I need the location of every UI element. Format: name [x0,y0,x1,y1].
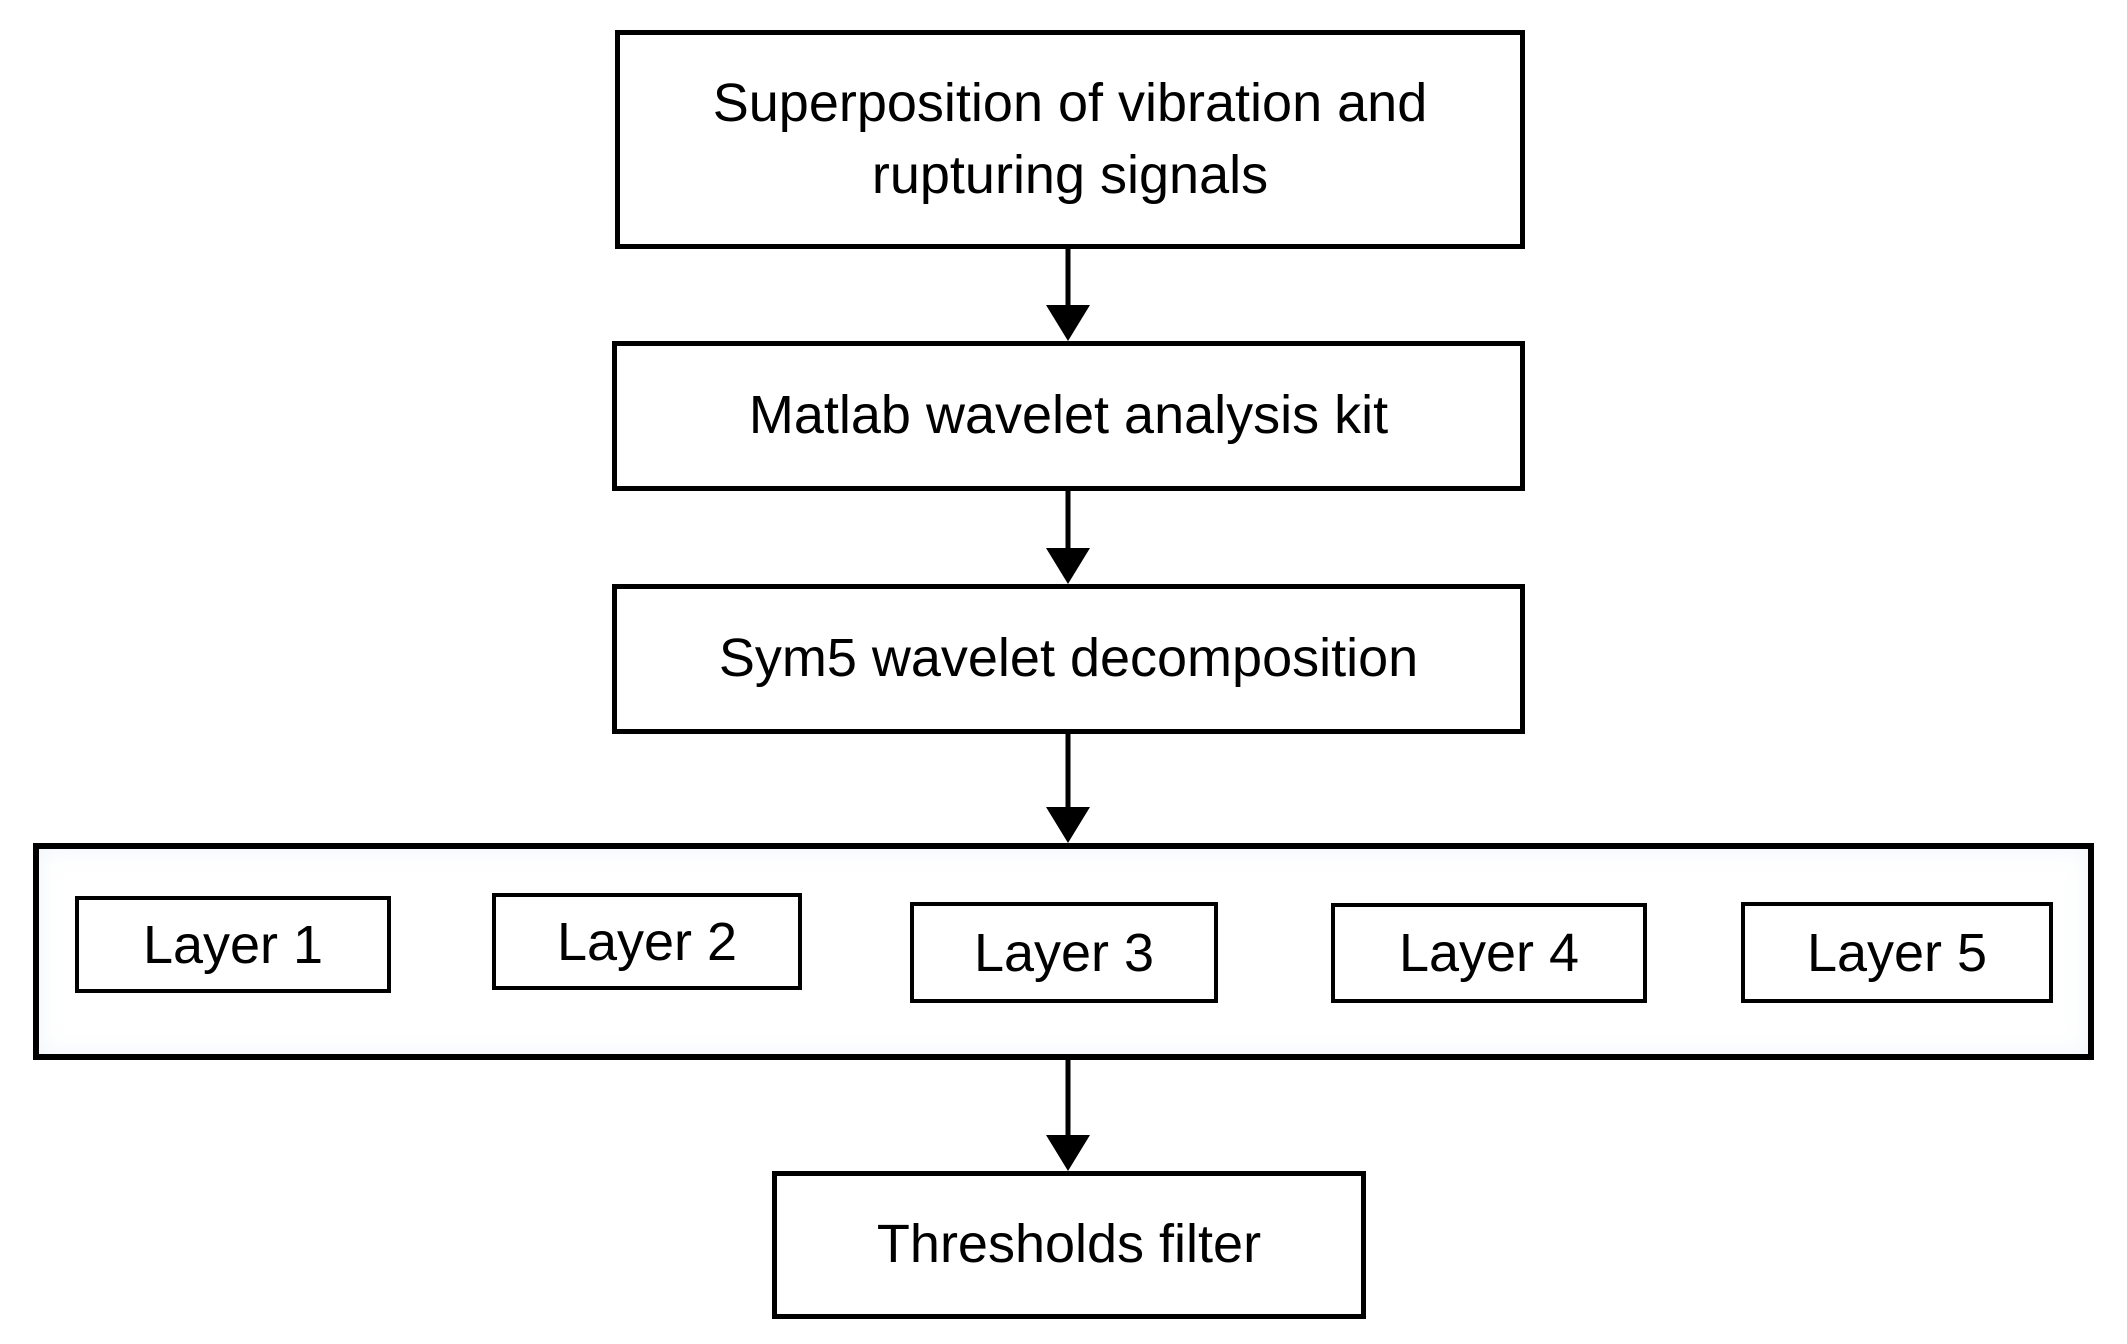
node-matlab-wavelet-kit: Matlab wavelet analysis kit [612,341,1525,491]
node-layer-1-label: Layer 1 [142,914,324,975]
node-layer-3-label: Layer 3 [973,922,1155,983]
arrow-head-down-icon [1046,807,1090,843]
connector-superposition-to-matlab [1046,249,1090,341]
arrow-head-down-icon [1046,305,1090,341]
arrow-stem [1065,249,1071,313]
connector-matlab-to-sym5 [1046,491,1090,584]
node-superposition-label: Superposition of vibration and rupturing… [712,73,1428,205]
node-layer-3: Layer 3 [910,902,1218,1003]
node-superposition: Superposition of vibration and rupturing… [615,30,1525,249]
connector-sym5-to-layers-group [1046,734,1090,843]
node-sym5-decomposition: Sym5 wavelet decomposition [612,584,1525,734]
arrow-stem [1065,491,1071,556]
node-layer-2: Layer 2 [492,893,802,990]
node-layer-4-label: Layer 4 [1398,923,1580,983]
arrow-stem [1065,1060,1071,1143]
node-sym5-label: Sym5 wavelet decomposition [718,628,1419,689]
arrow-head-down-icon [1046,1135,1090,1171]
node-layer-1: Layer 1 [75,896,391,993]
node-thresholds-filter: Thresholds filter [772,1171,1366,1319]
node-thresholds-label: Thresholds filter [876,1214,1262,1275]
arrow-stem [1065,734,1071,815]
arrow-head-down-icon [1046,548,1090,584]
node-layer-4: Layer 4 [1331,903,1647,1003]
connector-layers-group-to-thresholds [1046,1060,1090,1171]
node-layer-5: Layer 5 [1741,902,2053,1003]
node-layer-5-label: Layer 5 [1806,922,1988,983]
node-matlab-label: Matlab wavelet analysis kit [748,385,1389,446]
node-layer-2-label: Layer 2 [556,911,738,972]
